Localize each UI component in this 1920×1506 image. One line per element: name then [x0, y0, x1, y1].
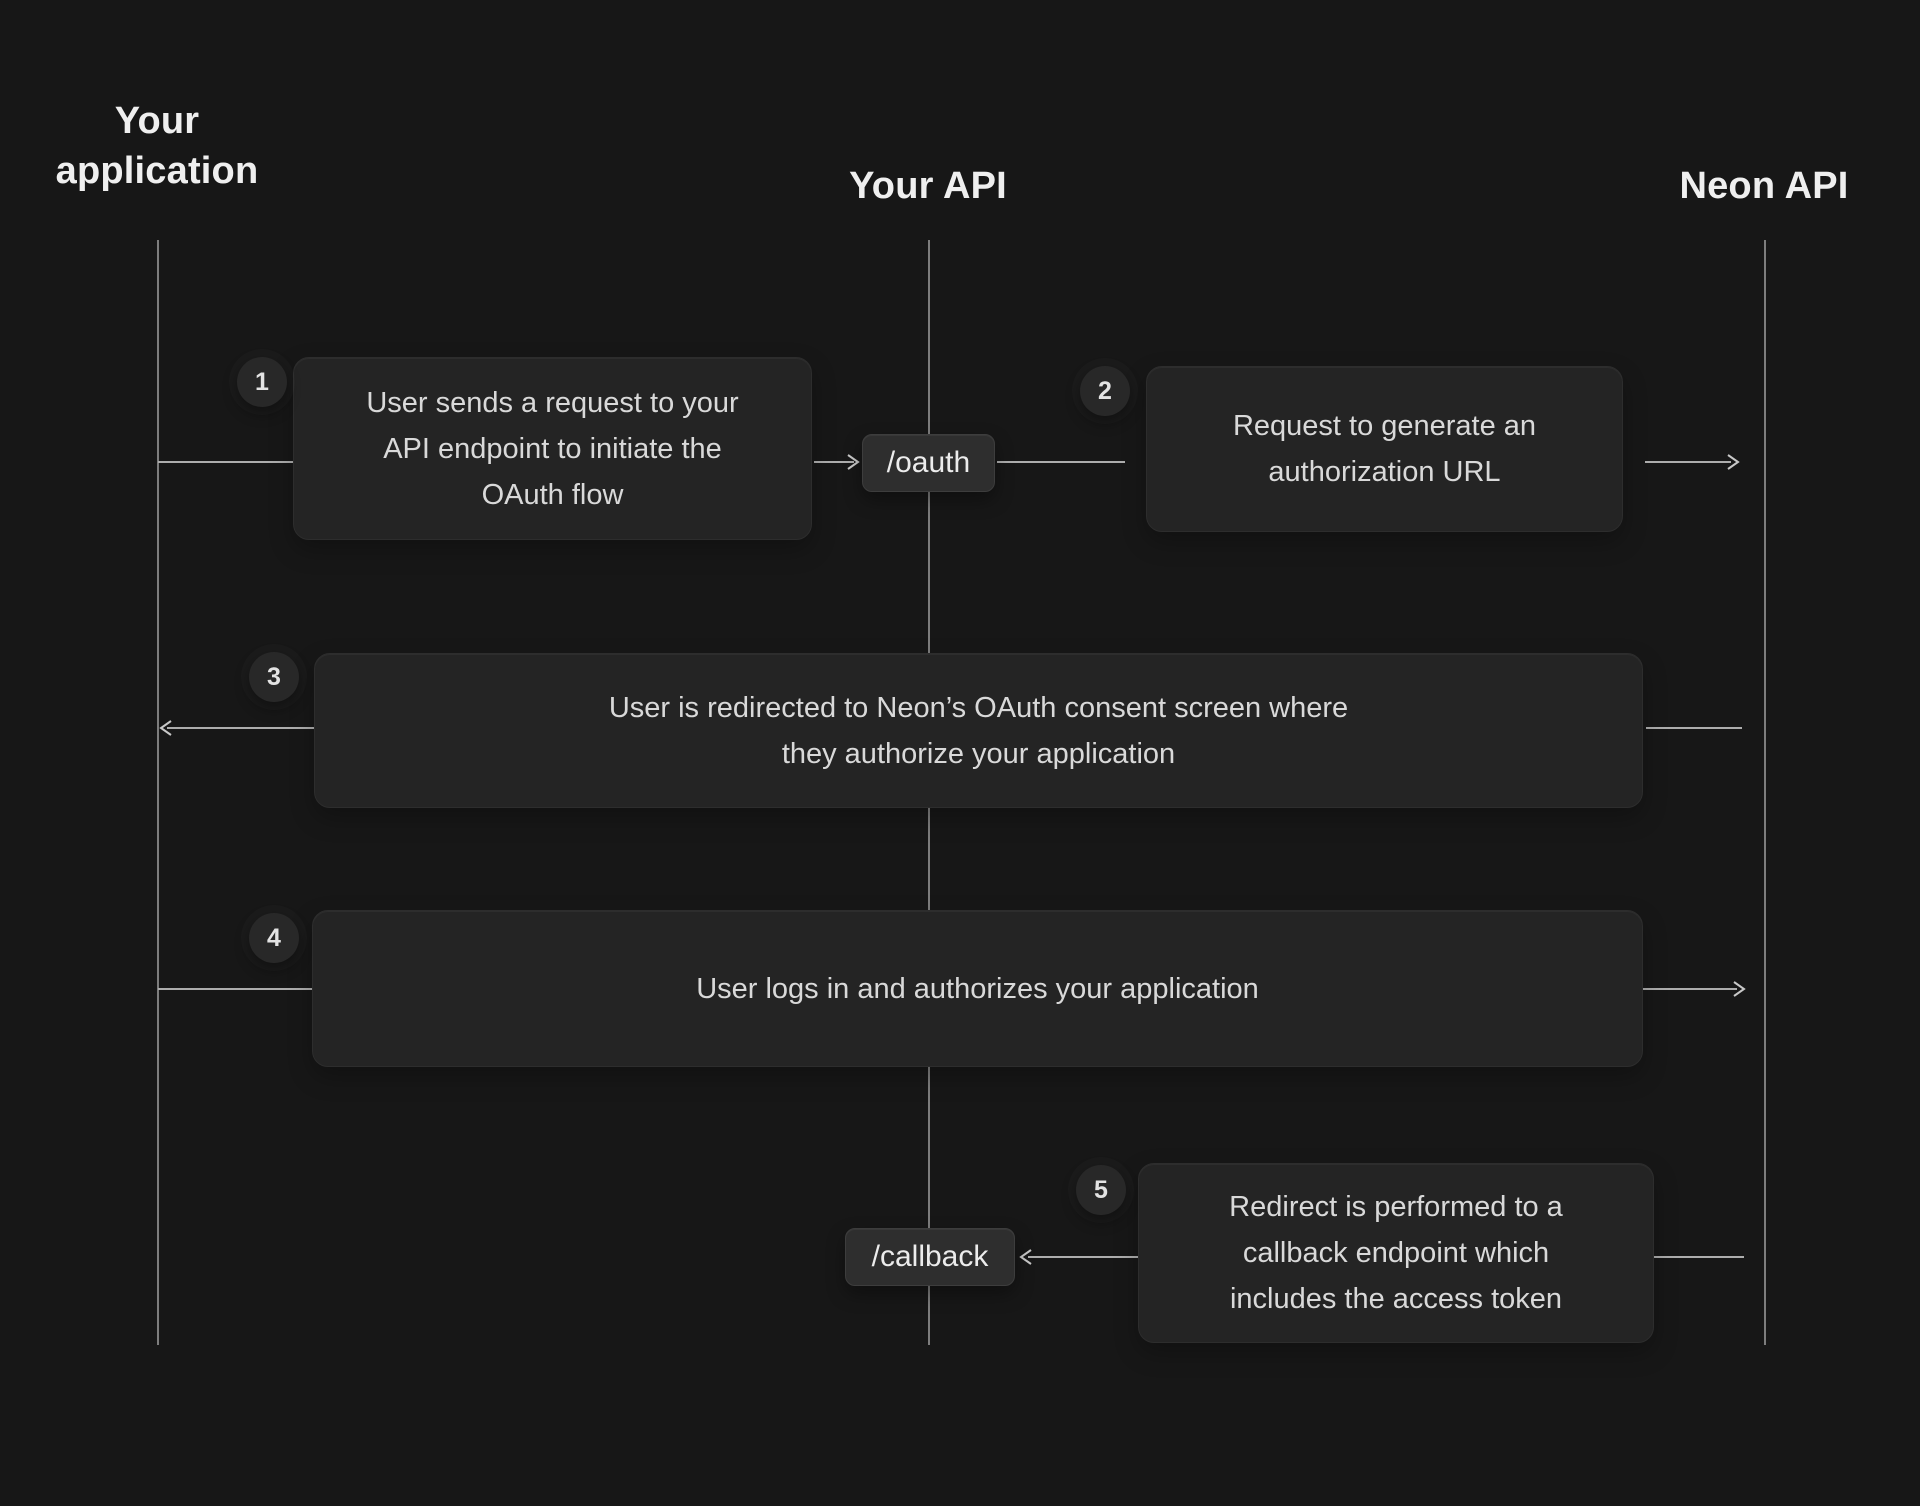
arrow-step4-to-neon: [1643, 988, 1737, 990]
endpoint-oauth-label: /oauth: [886, 446, 971, 479]
step-1-badge: 1: [237, 357, 287, 407]
arrowhead-right-icon: [1733, 981, 1746, 997]
endpoint-callback-pill: /callback: [845, 1228, 1015, 1286]
lane-header-your-application: Your application: [55, 100, 259, 192]
arrow-oauth-to-step2: [997, 461, 1125, 463]
lane-header-your-api: Your API: [849, 165, 1007, 207]
arrow-step3-from-neon: [1646, 727, 1742, 729]
lifeline-your-application: [157, 240, 159, 1345]
arrow-step5-from-neon: [1654, 1256, 1744, 1258]
arrow-step5-to-callback: [1028, 1256, 1138, 1258]
arrow-step1-from-application: [158, 461, 293, 463]
step-4-badge: 4: [249, 913, 299, 963]
lifeline-neon-api: [1764, 240, 1766, 1345]
step-5-text: Redirect is performed to a callback endp…: [1229, 1191, 1563, 1315]
step-3-badge: 3: [249, 652, 299, 702]
step-2-text: Request to generate an authorization URL: [1232, 410, 1537, 488]
step-4-box: User logs in and authorizes your applica…: [312, 910, 1643, 1067]
arrowhead-left-icon: [1019, 1249, 1032, 1265]
arrowhead-left-icon: [159, 720, 172, 736]
step-1-box: User sends a request to your API endpoin…: [293, 357, 812, 540]
arrow-step1-to-oauth: [814, 461, 854, 463]
arrow-step2-to-neon: [1645, 461, 1731, 463]
endpoint-oauth-pill: /oauth: [862, 434, 995, 492]
step-1-text: User sends a request to your API endpoin…: [366, 386, 739, 511]
endpoint-callback-label: /callback: [871, 1240, 989, 1273]
arrowhead-right-icon: [847, 454, 860, 470]
arrow-step4-from-application: [158, 988, 312, 990]
lane-header-neon-api: Neon API: [1679, 165, 1849, 207]
step-4-text: User logs in and authorizes your applica…: [696, 972, 1259, 1005]
arrow-step3-to-application: [167, 727, 314, 729]
step-5-badge: 5: [1076, 1165, 1126, 1215]
step-3-box: User is redirected to Neon’s OAuth conse…: [314, 653, 1643, 808]
step-3-text: User is redirected to Neon’s OAuth conse…: [608, 691, 1349, 770]
step-5-box: Redirect is performed to a callback endp…: [1138, 1163, 1654, 1343]
step-2-box: Request to generate an authorization URL: [1146, 366, 1623, 532]
step-2-badge: 2: [1080, 366, 1130, 416]
arrowhead-right-icon: [1727, 454, 1740, 470]
